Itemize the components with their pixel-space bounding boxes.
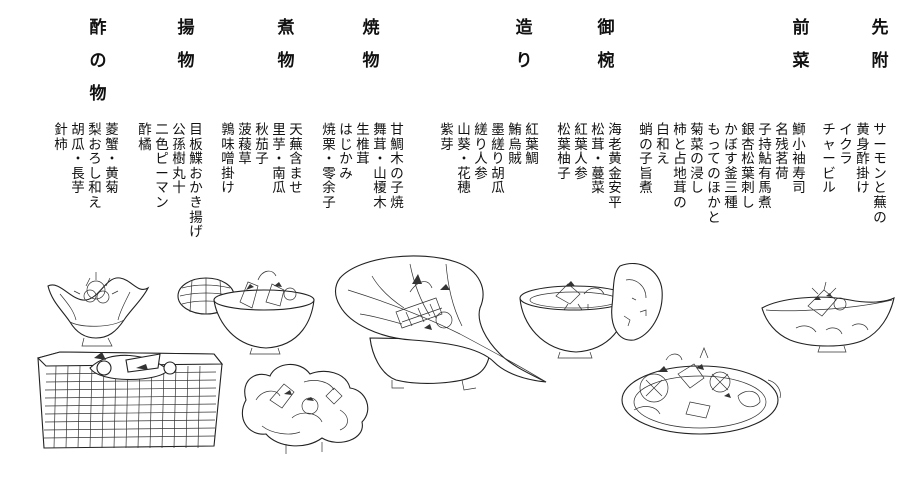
item-agemono-4: 酢橘 bbox=[138, 122, 152, 153]
item-zensai-4: 銀杏松葉刺し bbox=[741, 122, 755, 211]
item-yakimono-5: 焼栗・零余子 bbox=[322, 122, 336, 211]
item-yakimono-1: 甘鯛木の子焼 bbox=[390, 122, 404, 211]
item-agemono-1: 目板鰈おかき揚げ bbox=[189, 122, 203, 241]
item-sakizuke-4: チャービル bbox=[822, 122, 836, 197]
item-zensai-10: 蛸の子旨煮 bbox=[639, 122, 653, 197]
item-sunomono-4: 針柿 bbox=[54, 122, 68, 153]
item-agemono-2: 公孫樹丸十 bbox=[172, 122, 186, 197]
item-sakizuke-2: 黄身酢掛け bbox=[856, 122, 870, 197]
item-tsukuri-1: 紅葉鯛 bbox=[525, 122, 539, 168]
item-yakimono-3: 生椎茸 bbox=[356, 122, 370, 168]
heading-tsukuri: 造り bbox=[515, 18, 533, 71]
item-nimono-1: 天蕪含ませ bbox=[289, 122, 303, 197]
nimono-lidded-bowl-illustration bbox=[177, 270, 315, 355]
item-owan-1: 海老黄金安平 bbox=[608, 122, 622, 211]
item-sunomono-3: 胡瓜・長芋 bbox=[71, 122, 85, 197]
item-zensai-3: 子持鮎有馬煮 bbox=[758, 122, 772, 211]
item-zensai-6: もってのほかと bbox=[707, 122, 721, 226]
item-sakizuke-3: イクラ bbox=[839, 122, 853, 168]
item-tsukuri-3: 墨縒り胡瓜 bbox=[491, 122, 505, 197]
sakizuke-boat-bowl-illustration bbox=[761, 281, 895, 353]
item-yakimono-4: はじかみ bbox=[339, 122, 353, 182]
item-tsukuri-6: 紫芽 bbox=[440, 122, 454, 153]
item-tsukuri-5: 山葵・花穂 bbox=[457, 122, 471, 197]
dish-illustrations bbox=[0, 250, 900, 480]
item-sakizuke-1: サーモンと蕪の bbox=[873, 122, 887, 226]
heading-sunomono: 酢の物 bbox=[89, 18, 107, 104]
item-tsukuri-4: 縒り人参 bbox=[474, 122, 488, 182]
item-sunomono-2: 梨おろし和え bbox=[88, 122, 102, 211]
yakimono-leaf-dish-illustration bbox=[334, 255, 547, 391]
nimono-shell-plate-illustration bbox=[241, 363, 369, 454]
heading-agemono: 揚物 bbox=[177, 18, 195, 71]
item-zensai-9: 白和え bbox=[656, 122, 670, 168]
item-owan-4: 松葉柚子 bbox=[557, 122, 571, 182]
item-yakimono-2: 舞茸・山榎木 bbox=[373, 122, 387, 211]
item-nimono-2: 里芋・南瓜 bbox=[272, 122, 286, 197]
item-zensai-8: 柿と占地茸の bbox=[673, 122, 687, 211]
agemono-basket-illustration bbox=[36, 351, 224, 449]
item-zensai-5: かぼす釜三種 bbox=[724, 122, 738, 211]
item-nimono-4: 菠薐草 bbox=[238, 122, 252, 168]
heading-yakimono: 焼物 bbox=[362, 18, 380, 71]
heading-nimono: 煮物 bbox=[277, 18, 295, 71]
sunomono-bowl-illustration bbox=[47, 272, 150, 347]
item-zensai-7: 菊菜の浸し bbox=[690, 122, 704, 197]
owan-soup-bowl-illustration bbox=[519, 262, 663, 359]
heading-sakizuke: 先附 bbox=[871, 18, 889, 71]
item-zensai-2: 名残茗荷 bbox=[775, 122, 789, 182]
item-zensai-1: 鰤小袖寿司 bbox=[792, 122, 806, 197]
item-owan-2: 松茸・蔓菜 bbox=[591, 122, 605, 197]
item-agemono-3: 二色ピーマン bbox=[155, 122, 169, 211]
heading-owan: 御椀 bbox=[597, 18, 615, 71]
heading-zensai: 前菜 bbox=[792, 18, 810, 71]
zensai-round-plate-illustration bbox=[621, 347, 781, 435]
item-tsukuri-2: 鮪烏賊 bbox=[508, 122, 522, 168]
item-nimono-3: 秋茄子 bbox=[255, 122, 269, 168]
item-nimono-5: 鶉味噌掛け bbox=[221, 122, 235, 197]
item-owan-3: 紅葉人参 bbox=[574, 122, 588, 182]
item-sunomono-1: 菱蟹・黄菊 bbox=[105, 122, 119, 197]
